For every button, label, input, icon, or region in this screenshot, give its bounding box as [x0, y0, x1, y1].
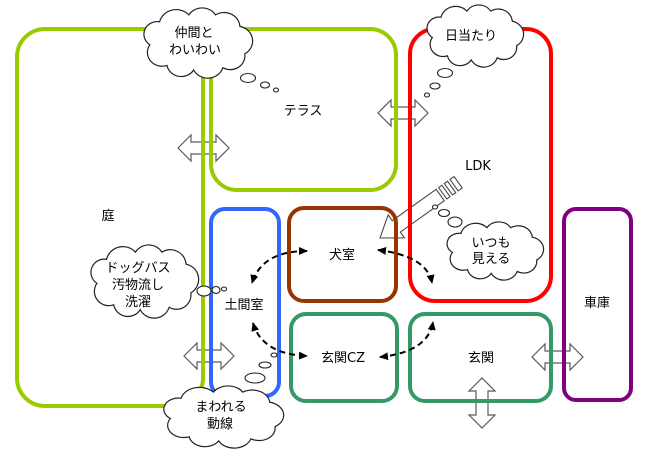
thought-bubble [423, 92, 431, 98]
thought-bubble [220, 286, 228, 292]
callout-text: ドッグバス [105, 261, 170, 276]
thought-bubble [429, 82, 441, 90]
callout-terrace-note: 仲間と わいわい [144, 8, 280, 93]
terrace-ldk-double-arrow [377, 98, 429, 128]
arrow-stripe [437, 184, 451, 200]
label-terrace: テラス [284, 104, 323, 119]
entrance-garage-double-arrow [531, 342, 584, 372]
thought-bubble [196, 285, 212, 297]
cloud-shape [427, 5, 524, 67]
callout-text: 洗濯 [125, 295, 151, 310]
cloud-shape [164, 386, 284, 448]
callout-ldk-view: いつも 見える [431, 204, 544, 280]
callout-doma-note: ドッグバス 汚物流し 洗濯 [91, 245, 228, 318]
room-garden [15, 27, 205, 408]
thought-bubble [244, 372, 266, 384]
cloud-shape [144, 8, 253, 78]
callout-text: 日当たり [445, 29, 497, 44]
callout-text: いつも [471, 236, 510, 251]
thought-bubble [270, 352, 278, 358]
label-dog-room: 犬室 [329, 247, 355, 263]
label-entrance-cz: 玄関CZ [321, 351, 365, 366]
callout-circulation: まわれる 動線 [164, 352, 284, 448]
room-garage [562, 207, 633, 402]
callout-text: 汚物流し [112, 278, 164, 293]
room-terrace [209, 27, 398, 192]
flow-doma-dog-room [250, 247, 308, 284]
thought-bubble [259, 81, 271, 89]
arrow-stripe [449, 175, 463, 192]
thought-bubble [272, 87, 280, 93]
thought-bubble [258, 361, 272, 369]
flow-dog-room-ldk [377, 247, 435, 284]
callout-text: 動線 [207, 416, 233, 432]
flow-doma-entrance-cz [251, 322, 308, 360]
callout-ldk-sun: 日当たり [423, 5, 524, 98]
label-garden: 庭 [101, 208, 114, 224]
thought-bubble [211, 285, 221, 295]
callout-text: まわれる [195, 400, 246, 415]
cloud-shape [447, 222, 544, 280]
thought-bubble [431, 204, 439, 210]
label-ldk: LDK [465, 159, 491, 174]
thought-bubble [437, 208, 451, 218]
arrow-stripe [443, 180, 457, 196]
label-entrance: 玄関 [468, 351, 494, 366]
thought-bubble [436, 67, 454, 79]
callout-text: わいわい [169, 43, 221, 58]
label-garage: 車庫 [584, 296, 610, 311]
label-doma: 土間室 [224, 297, 263, 313]
thought-bubble [239, 72, 257, 84]
callout-text: 仲間と [174, 26, 213, 41]
cloud-shape [91, 245, 199, 318]
thought-bubble [447, 216, 463, 228]
callout-text: 見える [472, 252, 511, 267]
flow-entrance-cz-entrance [379, 321, 436, 361]
